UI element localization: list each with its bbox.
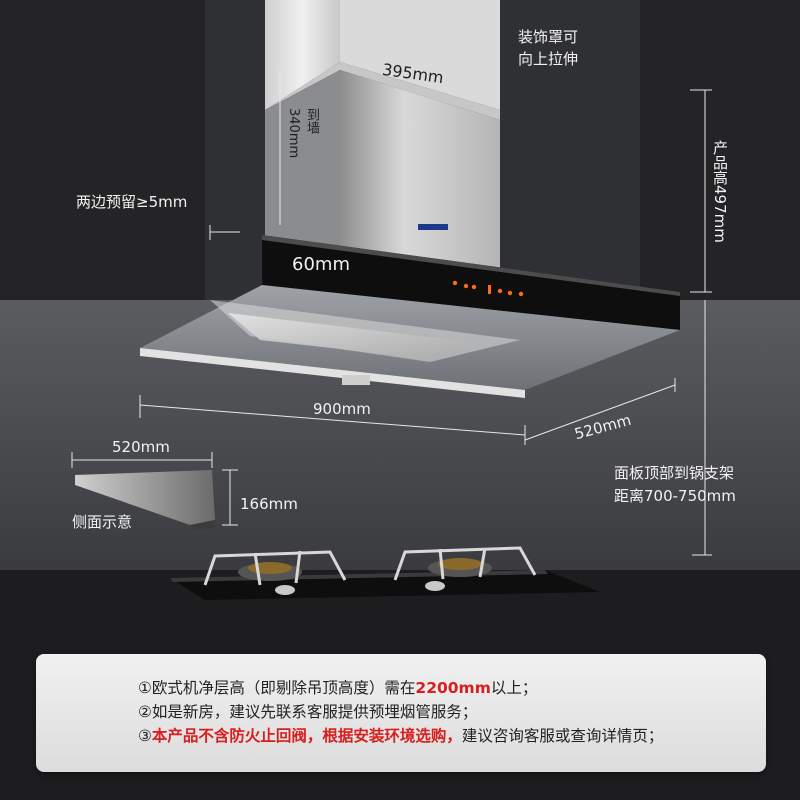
- distance-label-line2: 距离700-750mm: [614, 487, 736, 505]
- note-3-prefix: ③: [138, 727, 152, 745]
- distance-label-line1: 面板顶部到锅支架: [614, 464, 735, 482]
- range-hood: [140, 235, 680, 398]
- chimney-cover: [265, 0, 500, 270]
- stove-knob-right: [425, 581, 445, 591]
- note-3: ③本产品不含防火止回阀，根据安装环境选购，建议咨询客服或查询详情页；: [138, 724, 663, 746]
- brand-logo: [418, 224, 448, 230]
- side-depth-label: 520mm: [112, 438, 170, 456]
- note-1-prefix: ①欧式机净层高（即剔除吊顶高度）需在: [138, 679, 416, 697]
- side-margin-label: 两边预留≥5mm: [76, 193, 188, 211]
- to-wall-label: 到墙: [304, 108, 319, 134]
- touch-controls: [452, 280, 524, 297]
- cover-note-line1: 装饰罩可: [518, 28, 579, 46]
- side-height-label: 166mm: [240, 495, 298, 513]
- gas-stove: [170, 546, 600, 600]
- note-3-highlight: 本产品不含防火止回阀，根据安装环境选购，: [151, 727, 462, 745]
- note-1-suffix: 以上；: [490, 679, 538, 697]
- notes-panel: ①欧式机净层高（即剔除吊顶高度）需在2200mm以上； ②如是新房，建议先联系客…: [36, 654, 766, 772]
- note-3-suffix: 建议咨询客服或查询详情页；: [461, 727, 664, 745]
- side-profile-illustration: [75, 470, 215, 530]
- cabinet-left: [0, 0, 205, 300]
- panel-height-label: 60mm: [292, 254, 350, 275]
- note-1: ①欧式机净层高（即剔除吊顶高度）需在2200mm以上；: [138, 676, 537, 698]
- side-view-label: 侧面示意: [72, 513, 133, 531]
- width-label: 900mm: [313, 400, 371, 418]
- stove-knob-left: [275, 585, 295, 595]
- cabinet-right: [640, 0, 800, 300]
- note-1-highlight: 2200mm: [415, 679, 491, 697]
- note-2: ②如是新房，建议先联系客服提供预埋烟管服务；: [138, 703, 478, 721]
- cover-note-line2: 向上拉伸: [518, 50, 579, 68]
- product-height-label: 产品高497mm: [711, 140, 729, 243]
- to-wall-distance: 340mm: [286, 108, 301, 159]
- dimension-lines: [71, 70, 712, 556]
- control-panel: [262, 235, 680, 330]
